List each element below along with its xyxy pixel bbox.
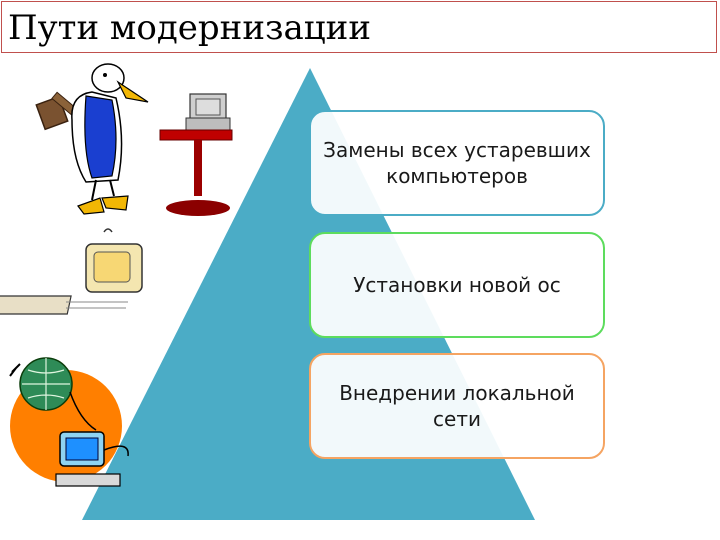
- computer-on-table-icon: [159, 93, 233, 216]
- pyramid-level-1: Замены всех устаревших компьютеров: [309, 110, 605, 216]
- pyramid-level-2: Установки новой ос: [309, 232, 605, 338]
- globe-network-computer-icon: [9, 357, 129, 487]
- pyramid-level-3: Внедрении локальной сети: [309, 353, 605, 459]
- cartoon-computer-icon: [0, 228, 143, 315]
- title-box: Пути модернизации: [1, 1, 717, 53]
- slide-title: Пути модернизации: [8, 8, 371, 48]
- duck-with-hammer-icon: [35, 63, 149, 215]
